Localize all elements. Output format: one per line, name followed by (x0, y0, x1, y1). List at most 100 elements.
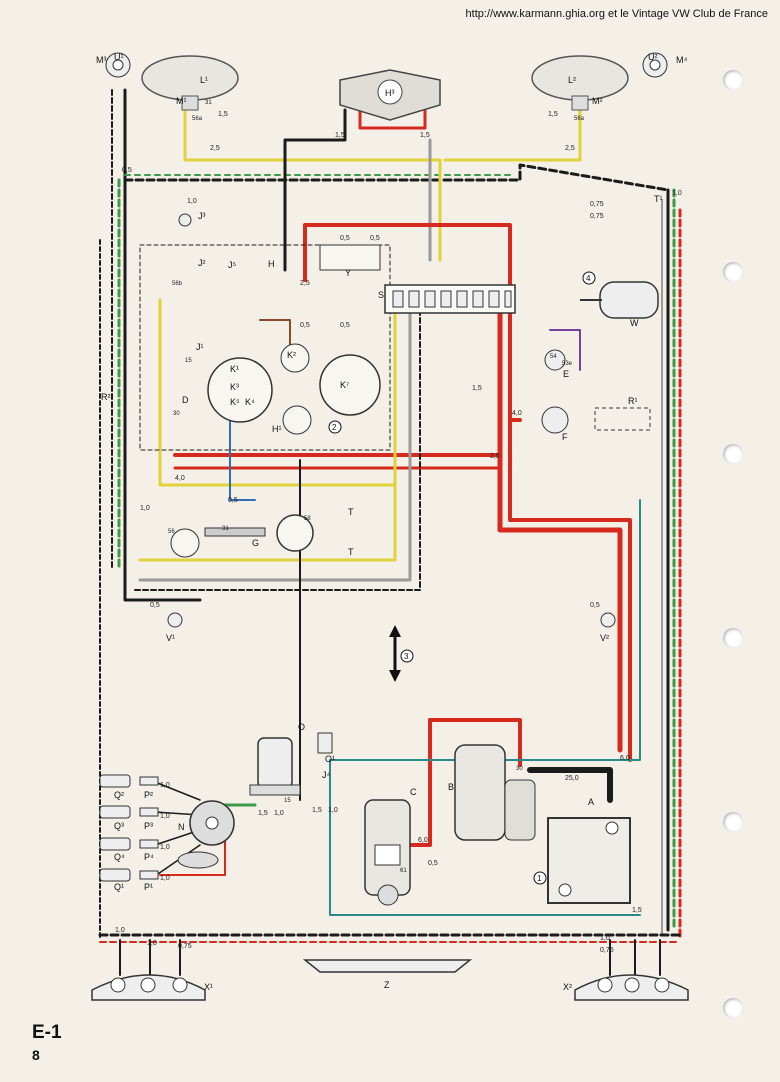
binder-hole (723, 812, 743, 832)
label-S: S (378, 290, 384, 300)
label-D: D (182, 395, 189, 405)
label-R2: R² (101, 392, 111, 402)
gauge-label: 1,0 (160, 875, 170, 882)
label-L2: L² (568, 75, 576, 85)
dash-switch-j (170, 528, 200, 558)
callout-1: 1 (533, 871, 547, 885)
gauge-label: 0,5 (340, 235, 350, 242)
light-switch (204, 514, 314, 552)
label-O1: O¹ (325, 754, 335, 764)
label-T-lower: T (348, 547, 354, 557)
gauge-label: 0,75 (178, 943, 192, 950)
gauge-label: 4,0 (512, 410, 522, 417)
label-R1: R¹ (628, 396, 638, 406)
red-starter (428, 718, 522, 767)
svg-text:3: 3 (404, 652, 409, 661)
label-J4: J⁴ (322, 770, 331, 780)
license-plate-light (302, 959, 473, 973)
label-X1: X¹ (204, 982, 213, 992)
blue-wire (229, 394, 256, 501)
terminal-label: 53e (562, 361, 573, 367)
source-credit: http://www.karmann.ghia.org et le Vintag… (465, 8, 768, 20)
starter-motor (454, 744, 536, 841)
oil-pressure-switch (317, 732, 333, 754)
left-harness-black (123, 88, 202, 602)
speedometer (207, 357, 273, 423)
rear-light-left (91, 974, 206, 1001)
terminal-label: 54 (550, 354, 557, 360)
red-main-2 (497, 297, 623, 753)
battery (547, 817, 631, 904)
label-Q3: Q³ (114, 821, 124, 831)
label-L1: L¹ (200, 75, 208, 85)
headlamp-right (531, 55, 629, 111)
gauge-label: 1,5 (335, 132, 345, 139)
terminal-label: 30 (516, 766, 523, 772)
generator (364, 799, 411, 906)
label-P4: P⁴ (144, 852, 154, 862)
label-N: N (178, 822, 185, 832)
terminal-label: 15 (284, 798, 291, 804)
page-code: E-1 (32, 1022, 62, 1043)
gauge-label: 1,0 (160, 782, 170, 789)
label-A: A (588, 797, 594, 807)
label-J3: J³ (198, 211, 206, 221)
label-H3: H³ (385, 88, 395, 98)
label-E: E (563, 369, 569, 379)
terminal-label: 56 (168, 529, 175, 535)
distributor (177, 800, 235, 869)
gauge-label: 0,5 (340, 322, 350, 329)
gauge-label: 0,5 (122, 167, 132, 174)
label-H: H (268, 259, 275, 269)
fuse-box (384, 284, 516, 314)
gauge-label: 0,5 (428, 860, 438, 867)
terminal-label: 31 (222, 526, 229, 532)
gauge-label: 1,0 (672, 190, 682, 197)
label-O: O (298, 722, 305, 732)
headlamp-right-wires (443, 106, 582, 162)
label-K3: K³ (230, 382, 239, 392)
label-P3: P³ (144, 821, 153, 831)
gauge-label: 0,75 (590, 201, 604, 208)
label-F: F (562, 432, 568, 442)
black-run (134, 309, 421, 591)
gauge-label: 6,0 (620, 755, 630, 762)
gauge-label: 1,5 (420, 132, 430, 139)
gauge-label: 1,0 (187, 198, 197, 205)
label-U1: U¹ (114, 52, 124, 62)
label-J1: J¹ (196, 342, 204, 352)
yellow-lower (138, 308, 397, 562)
label-M3: M³ (96, 55, 107, 65)
gauge-label: 1,0 (600, 935, 610, 942)
spark-plug-leads (154, 781, 201, 877)
page-number: 8 (32, 1047, 40, 1063)
ignition-switch-f (541, 406, 569, 434)
headlamp-left-wires (183, 106, 442, 262)
gauge-label: 0,5 (150, 602, 160, 609)
svg-text:1: 1 (537, 874, 542, 883)
brown-wire (259, 319, 291, 351)
terminal-label: 56a (574, 116, 585, 122)
label-K7: K⁷ (340, 380, 349, 390)
gauge-label: 0,75 (590, 213, 604, 220)
gauge-label: 1,0 (160, 813, 170, 820)
label-K2: K² (287, 350, 296, 360)
label-G: G (252, 538, 259, 548)
label-C: C (410, 787, 417, 797)
label-K4: K⁴ (245, 397, 255, 407)
warning-lamp-cluster (280, 343, 312, 435)
red-main-3 (508, 298, 632, 762)
gauge-label: 1,5 (312, 807, 322, 814)
battery-cable (527, 767, 613, 803)
label-J2: J² (198, 258, 206, 268)
label-P2: P² (144, 790, 153, 800)
binder-hole (723, 628, 743, 648)
gauge-label: 2,5 (565, 145, 575, 152)
horn-unit (339, 69, 441, 121)
gauge-label: 1,0 (115, 927, 125, 934)
label-M1: M¹ (176, 96, 187, 106)
gauge-label: 0,5 (228, 497, 238, 504)
gauge-label: 2,5 (210, 145, 220, 152)
red-starter-2 (403, 718, 432, 847)
